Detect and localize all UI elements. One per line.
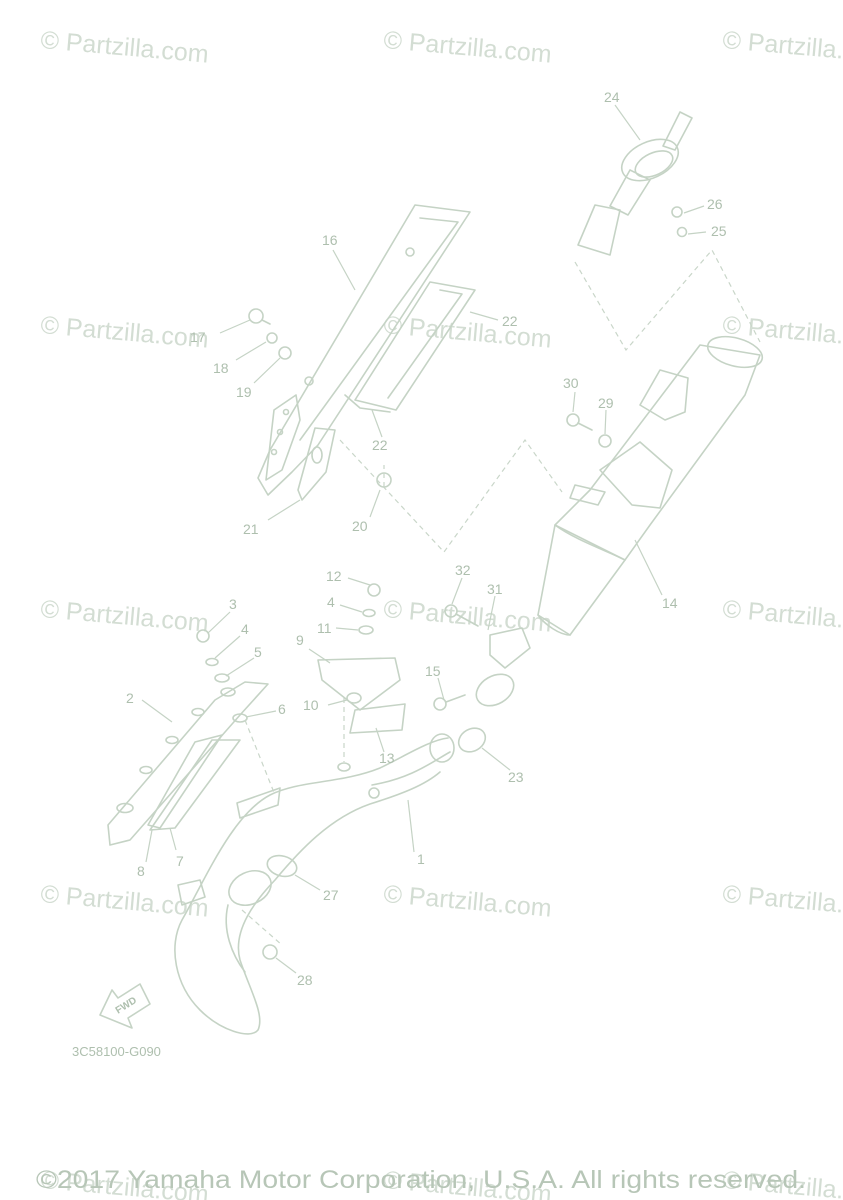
callout-32: 32 — [455, 562, 471, 578]
callout-19: 19 — [236, 384, 252, 400]
watermark: © Partzilla.com — [721, 26, 843, 69]
part-exhaust-pipe — [174, 733, 455, 1035]
callout-2: 2 — [126, 690, 134, 706]
watermark: © Partzilla.com — [382, 880, 552, 923]
callout-9: 9 — [296, 632, 304, 648]
part-collar-5 — [214, 673, 230, 683]
watermark: © Partzilla.com — [39, 595, 209, 638]
part-bracket-9 — [317, 657, 401, 711]
part-gasket-26 — [671, 206, 683, 218]
part-heat-shield-plate — [344, 281, 476, 413]
part-bolt-3 — [196, 629, 210, 643]
assembly-lines — [241, 248, 761, 946]
callout-20: 20 — [352, 518, 368, 534]
part-clamp — [444, 604, 531, 669]
callout-27: 27 — [323, 887, 339, 903]
callout-4b: 4 — [327, 594, 335, 610]
part-bolt-12 — [367, 583, 381, 597]
part-damper-6 — [232, 713, 248, 723]
part-protector-piece — [297, 427, 336, 501]
callout-1: 1 — [417, 851, 425, 867]
part-muffler — [537, 335, 764, 636]
part-upper-heat-protector — [257, 204, 471, 496]
part-washer-11 — [358, 625, 374, 635]
callout-17: 17 — [190, 329, 206, 345]
watermark: © Partzilla.com — [39, 311, 209, 354]
part-washer-4b — [205, 657, 219, 667]
part-connector-flange — [475, 673, 515, 707]
callout-10: 10 — [303, 697, 319, 713]
part-washer-29 — [598, 434, 612, 448]
callout-28: 28 — [297, 972, 313, 988]
leader-lines — [141, 104, 707, 974]
callout-21: 21 — [243, 521, 259, 537]
part-gasket-27 — [266, 854, 298, 878]
watermark: © Partzilla.com — [382, 26, 552, 69]
callout-8: 8 — [137, 863, 145, 879]
callout-14: 14 — [662, 595, 678, 611]
watermark: © Partzilla.com — [382, 595, 552, 638]
callout-18: 18 — [213, 360, 229, 376]
part-joint-pipe — [577, 111, 693, 256]
part-lower-heat-protector — [107, 681, 269, 846]
part-gasket-23 — [457, 727, 487, 753]
part-washer-18 — [266, 332, 278, 344]
watermark: © Partzilla.com — [721, 311, 843, 354]
part-collar-10 — [346, 692, 362, 704]
callout-15: 15 — [425, 663, 441, 679]
callout-5: 5 — [254, 644, 262, 660]
callout-4: 4 — [241, 621, 249, 637]
callout-7: 7 — [176, 853, 184, 869]
part-nut-28 — [262, 944, 278, 960]
callout-23: 23 — [508, 769, 524, 785]
copyright-notice: ©2017 Yamaha Motor Corporation, U.S.A. A… — [36, 1166, 806, 1194]
part-bolt-25 — [676, 226, 688, 238]
part-screw-17 — [248, 308, 271, 325]
callout-6: 6 — [278, 701, 286, 717]
callout-26: 26 — [707, 196, 723, 212]
drawing-code: 3C58100-G090 — [72, 1044, 161, 1059]
watermark: © Partzilla.com — [39, 26, 209, 69]
part-collar-19 — [278, 346, 292, 360]
callout-labels: 1 2 3 4 5 6 7 8 9 10 11 12 4 13 14 15 16… — [126, 89, 727, 988]
callout-12: 12 — [326, 568, 342, 584]
callout-3: 3 — [229, 596, 237, 612]
callout-22b: 22 — [372, 437, 388, 453]
watermark: © Partzilla.com — [721, 595, 843, 638]
part-shield-13 — [349, 703, 406, 734]
callout-24: 24 — [604, 89, 620, 105]
callout-13: 13 — [379, 750, 395, 766]
forward-direction-arrow: FWD — [99, 983, 151, 1029]
callout-31: 31 — [487, 581, 503, 597]
part-bolt-15 — [433, 694, 466, 711]
watermark: © Partzilla.com — [721, 880, 843, 923]
callout-22: 22 — [502, 313, 518, 329]
part-exhaust-port-flange — [228, 869, 272, 907]
callout-11: 11 — [317, 620, 332, 636]
part-washer-4 — [362, 608, 376, 618]
callout-16: 16 — [322, 232, 338, 248]
part-bolt-30 — [566, 413, 593, 431]
callout-30: 30 — [563, 375, 579, 391]
callout-25: 25 — [711, 223, 727, 239]
callout-29: 29 — [598, 395, 614, 411]
